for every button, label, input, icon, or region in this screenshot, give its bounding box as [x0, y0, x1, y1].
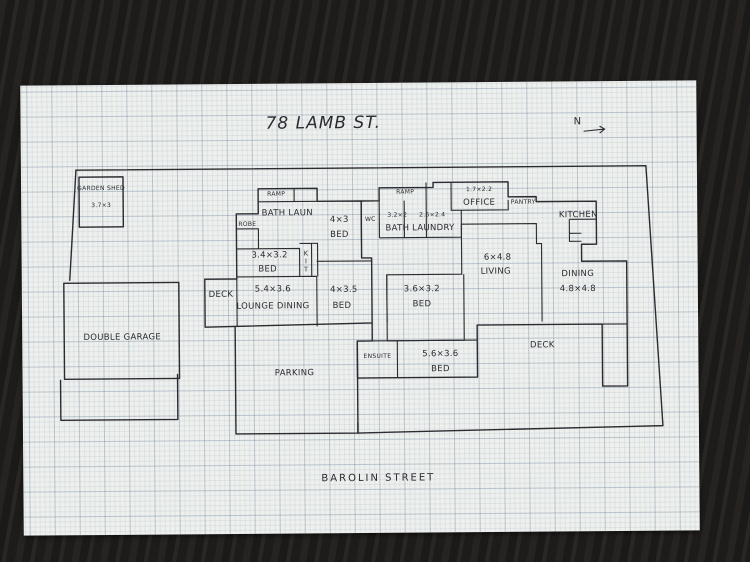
graph-paper-sheet: 78 LAMB ST. N GARDEN SHED 3.7×3 RAMP BAT… — [20, 80, 700, 536]
bed-c-label: BED — [332, 300, 352, 311]
boundary-left — [69, 169, 77, 281]
block-boundary — [75, 165, 664, 434]
garden-shed-size: 3.7×3 — [91, 201, 112, 210]
garden-shed-label: GARDEN SHED — [77, 184, 125, 193]
bed-b-size: 4×3 — [329, 214, 349, 225]
bed-e-size: 5.6×3.6 — [422, 348, 459, 360]
kitchen-label: KITCHEN — [558, 209, 598, 221]
double-garage-outline — [63, 281, 181, 381]
double-garage-label: DOUBLE GARAGE — [83, 332, 162, 343]
deck-left-label: DECK — [208, 289, 234, 300]
office-wall — [450, 182, 509, 211]
bed-d-label: BED — [412, 299, 432, 310]
dining-size: 4.8×4.8 — [559, 283, 597, 295]
bed-a-wall — [236, 247, 301, 277]
ensuite-wall — [357, 339, 478, 378]
floor-plan-drawing — [59, 165, 664, 435]
wc-wall — [360, 200, 427, 243]
wc-label: WC — [364, 215, 376, 223]
ramp-left-label: RAMP — [267, 190, 286, 198]
bed-a-size: 3.4×3.2 — [251, 250, 288, 261]
lounge-wall — [236, 260, 372, 327]
robe-label: ROBE — [238, 220, 257, 228]
bed-e-label: BED — [431, 364, 450, 375]
north-arrow-icon — [583, 125, 606, 134]
bath-wall — [258, 188, 318, 203]
boundary-bottom-left — [59, 373, 179, 422]
page-title: 78 LAMB ST. — [265, 112, 382, 134]
bath2-label: BATH — [385, 223, 410, 234]
kit-column — [299, 242, 313, 277]
garden-shed-outline — [78, 176, 125, 228]
bed-a-label: BED — [258, 264, 278, 275]
lounge-size: 5.4×3.6 — [254, 284, 292, 295]
pantry-label: PANTRY — [510, 198, 536, 206]
ensuite-label: ENSUITE — [363, 352, 392, 360]
living-right — [461, 223, 543, 322]
laundry-size: 2.6×2.4 — [419, 211, 446, 219]
parking-outline — [234, 326, 359, 435]
bath2-size: 3.2×2 — [387, 211, 408, 219]
kit-label: KIT — [301, 249, 310, 274]
dining-label: DINING — [561, 268, 595, 280]
kitchen-counter — [568, 218, 597, 242]
parking-label: PARKING — [274, 368, 315, 379]
laundry-label: LAUNDRY — [412, 223, 455, 234]
bath-laun-label: BATH LAUN — [261, 208, 313, 219]
bed-c-size: 4×3.5 — [330, 284, 358, 295]
bed-b-label: BED — [330, 229, 349, 240]
deck-right-label: DECK — [529, 340, 555, 351]
ramp-right-label: RAMP — [396, 188, 415, 196]
office-size: 1.7×2.2 — [465, 185, 493, 194]
street-label: BAROLIN STREET — [321, 472, 436, 485]
robe-wall — [236, 228, 319, 277]
living-size: 6×4.8 — [483, 252, 512, 263]
wing-right — [356, 181, 629, 387]
deck-left-outline — [204, 278, 238, 327]
lounge-dining-label: LOUNGE DINING — [236, 301, 310, 312]
living-label: LIVING — [480, 266, 511, 277]
bed-d-size: 3.6×3.2 — [403, 284, 441, 295]
office-label: OFFICE — [463, 197, 496, 208]
north-label: N — [573, 116, 582, 128]
